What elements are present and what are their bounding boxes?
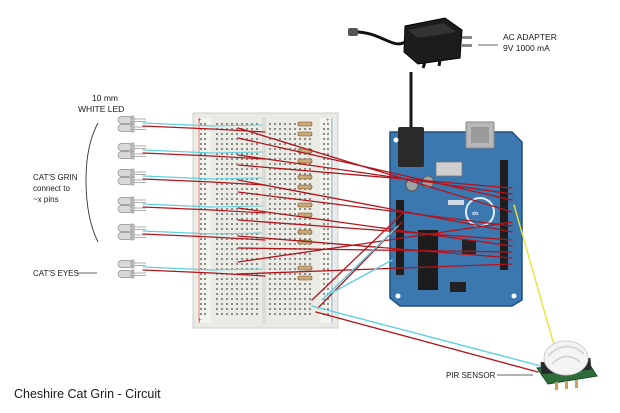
resistor <box>297 275 313 281</box>
jumper-red-wire <box>211 128 266 133</box>
signal-red-wire <box>237 127 513 213</box>
grin-label-line1: CAT'S GRIN <box>33 173 78 182</box>
jumper-red-wire <box>211 155 266 160</box>
grin-led-icon <box>117 196 146 214</box>
signal-red-wire <box>237 191 513 227</box>
signal-red-wire <box>237 137 513 201</box>
jumper-cyan-wire <box>211 177 263 180</box>
pir-sensor-icon <box>536 340 598 390</box>
led-red-wire <box>142 269 213 274</box>
led-cyan-wire <box>142 203 213 208</box>
led-cyan-wire <box>142 175 213 180</box>
led-red-wire <box>142 233 213 238</box>
pir-red-wire <box>315 311 539 373</box>
signal-red-wire <box>237 154 513 195</box>
adapter-label-line1: AC ADAPTER <box>503 32 557 42</box>
jumper-red-wire <box>211 209 266 214</box>
led-label-line1: 10 mm <box>92 93 118 103</box>
signal-red-wire <box>237 221 513 263</box>
pir-label: PIR SENSOR <box>446 371 496 380</box>
pir-cyan-wire <box>311 305 542 367</box>
signal-red-wire <box>237 235 513 259</box>
grin-label-line2: connect to <box>33 184 70 193</box>
eye-led-icon <box>117 259 146 279</box>
svg-text:+: + <box>326 118 330 124</box>
power-adapter-icon <box>348 17 472 69</box>
resistor <box>297 158 313 164</box>
resistor <box>297 265 313 271</box>
signal-red-wire <box>237 219 513 241</box>
grin-led-icon <box>117 115 146 133</box>
led-red-wire <box>142 206 213 211</box>
jumper-cyan-wire <box>211 124 263 127</box>
led-cyan-wire <box>142 122 213 127</box>
resistor <box>297 184 313 190</box>
svg-text:+: + <box>198 118 202 124</box>
led-red-wire <box>142 152 213 157</box>
led-red-wire <box>142 125 213 130</box>
gnd-cyan-wire <box>325 259 393 297</box>
resistor <box>297 121 313 127</box>
wires <box>142 121 557 373</box>
led-cyan-wire <box>142 266 213 271</box>
led-label-bracket <box>85 122 99 243</box>
jumper-cyan-wire <box>211 205 263 208</box>
resistor <box>297 202 313 208</box>
arduino-uno-board: ∞ <box>389 121 523 307</box>
led-cyan-wire <box>142 149 213 154</box>
led-red-wire <box>142 178 213 183</box>
grin-label-line3: ~x pins <box>33 195 59 204</box>
eyes-label: CAT'S EYES <box>33 269 79 278</box>
resistor <box>297 131 313 137</box>
svg-text:+: + <box>198 318 202 324</box>
grin-led-icon <box>117 168 146 186</box>
led-label-line2: WHITE LED <box>78 104 124 114</box>
grin-led-icon <box>117 142 146 160</box>
signal-red-wire <box>237 164 513 189</box>
signal-red-wire <box>237 207 513 247</box>
jumper-red-wire <box>211 236 266 241</box>
resistor <box>297 174 313 180</box>
gnd-cyan-wire <box>321 225 399 301</box>
adapter-label-line2: 9V 1000 mA <box>503 43 550 53</box>
led-array <box>117 115 146 279</box>
jumper-cyan-wire <box>211 151 263 154</box>
ground-red-wire <box>311 211 405 301</box>
svg-text:∞: ∞ <box>472 208 479 218</box>
jumper-red-wire <box>211 181 266 186</box>
diagram-title: Cheshire Cat Grin - Circuit <box>14 387 161 401</box>
resistor <box>297 229 313 235</box>
signal-red-wire <box>237 179 513 233</box>
jumper-cyan-wire <box>211 232 263 235</box>
grin-led-icon <box>117 223 146 241</box>
jumper-cyan-wire <box>211 268 263 271</box>
pir-signal-yellow-wire <box>513 204 557 353</box>
led-cyan-wire <box>142 230 213 235</box>
